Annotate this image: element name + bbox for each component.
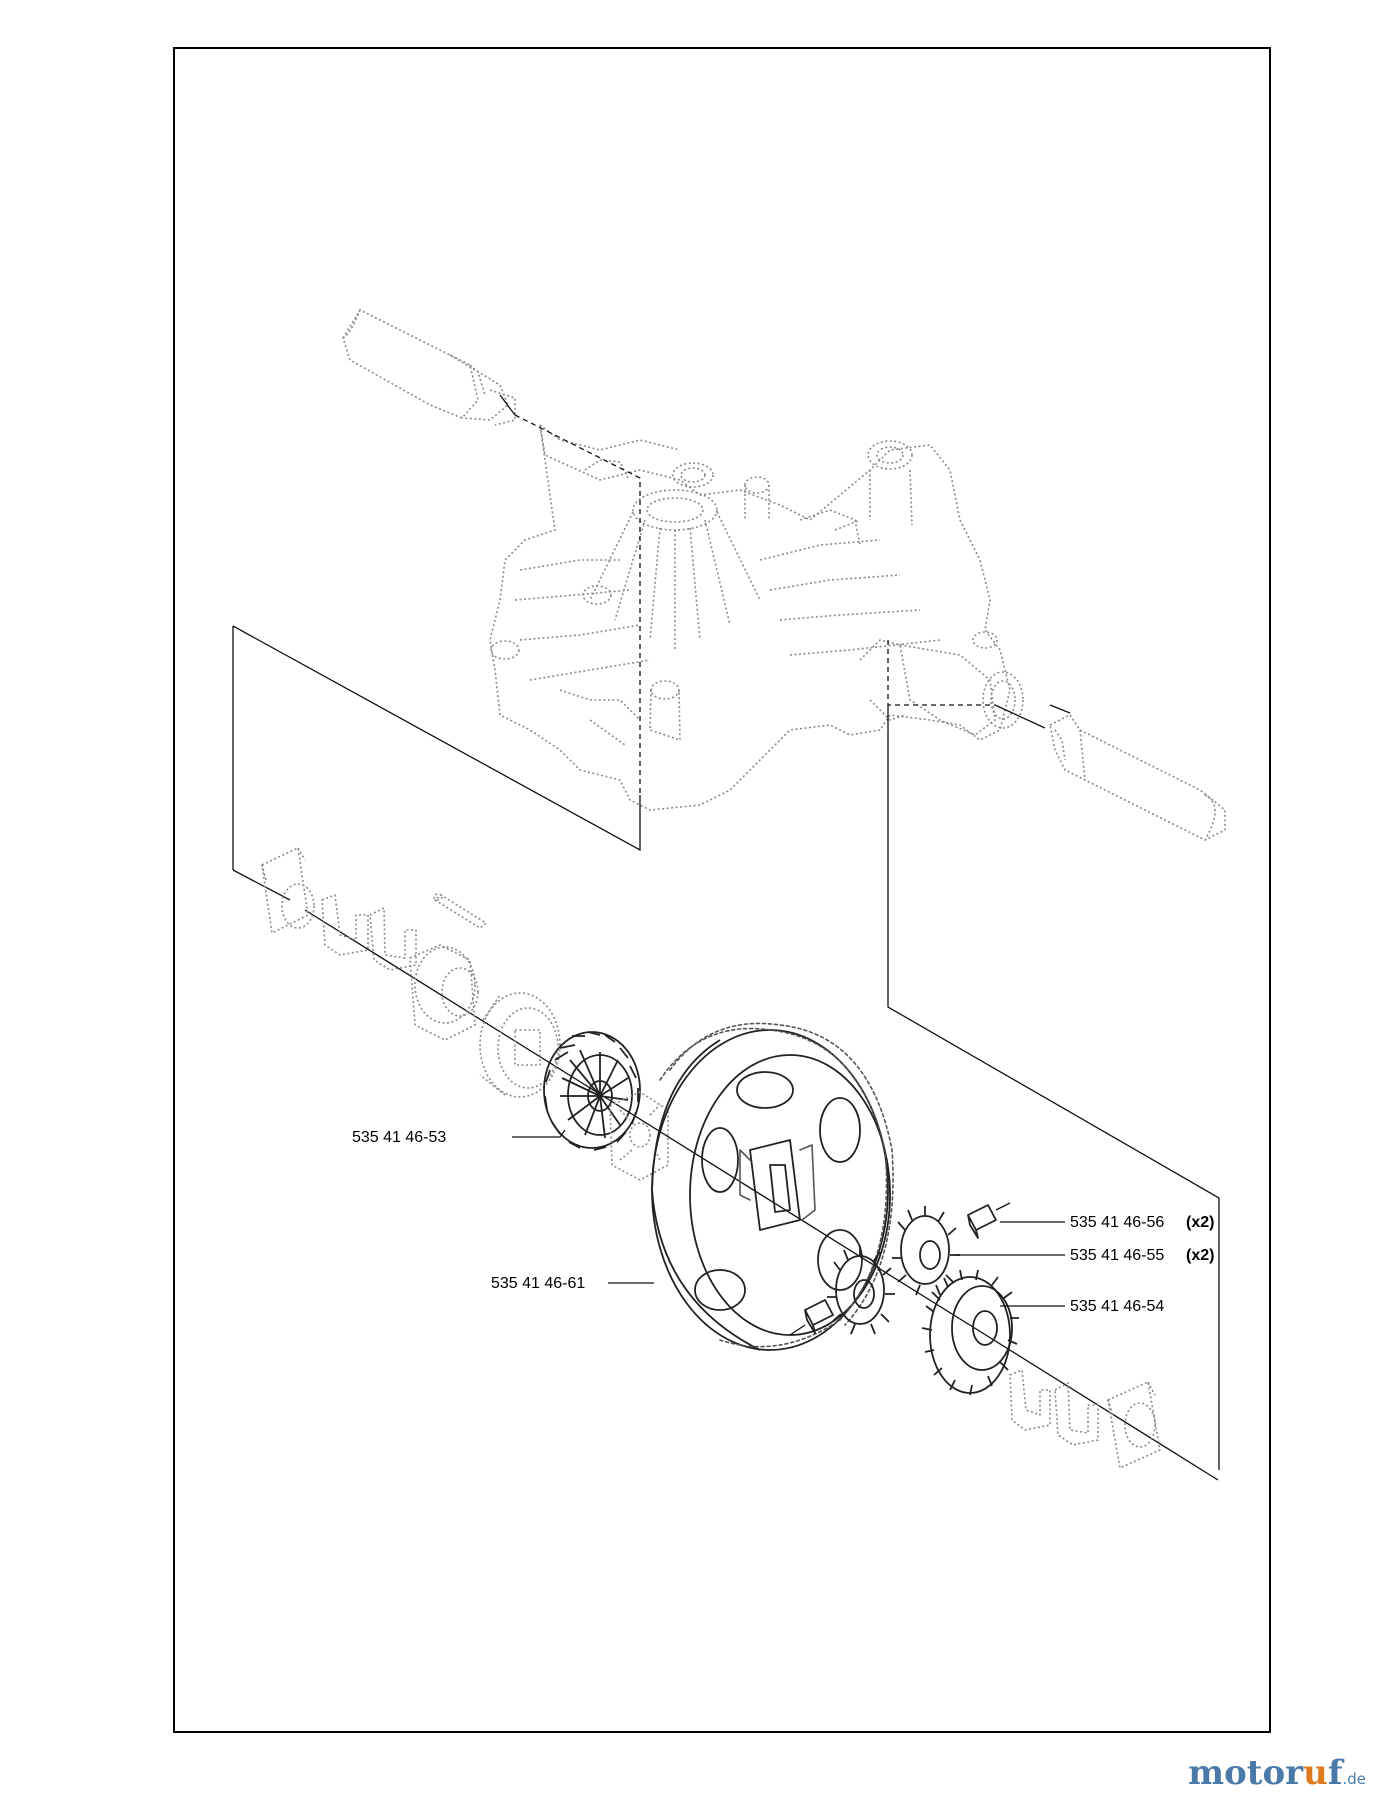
brand-part-2: f [1328,1753,1345,1793]
assembly-axis [232,869,1219,1481]
brand-part-1: motor [1188,1753,1304,1793]
bracket-line-right [887,705,1220,1470]
cross-pin-lower-drawing [789,1299,834,1336]
bushing-right-drawing [1107,1381,1161,1469]
ring-gear-drawing [651,1022,894,1351]
diagram-frame [173,47,1271,1733]
callout-53-leader [512,1129,566,1138]
bevel-gear-54-drawing [921,1269,1019,1396]
cross-pin-upper-drawing [967,1202,1011,1239]
bushing-drawing [261,847,315,934]
callout-61: 535 41 46-61 [491,1275,654,1292]
bracket-line-upper [232,625,641,852]
callout-54-label: 535 41 46-54 [1070,1298,1164,1315]
brand-tld: .de [1342,1770,1366,1788]
callout-53-label: 535 41 46-53 [352,1129,446,1146]
housing-outline [489,424,1011,811]
callout-56: 535 41 46-56 (x2) [1000,1214,1214,1231]
left-axle-shaft-drawing [342,309,516,426]
bevel-gear-53-drawing [543,1031,641,1151]
callout-54: 535 41 46-54 [1000,1298,1164,1315]
callout-53: 535 41 46-53 [352,1129,566,1146]
spider-gear-upper-drawing [892,1206,960,1296]
pin-drawing [433,893,487,929]
spider-gear-lower-drawing [827,1246,895,1335]
brand-watermark-text: motoruf.de [1188,1753,1366,1793]
callout-55-label: 535 41 46-55 [1070,1247,1164,1264]
callout-61-label: 535 41 46-61 [491,1275,585,1292]
callout-55-qty: (x2) [1186,1247,1214,1264]
right-axle-shaft-drawing [1049,714,1226,841]
callout-55: 535 41 46-55 (x2) [955,1247,1214,1264]
transaxle-housing-drawing [342,309,1226,841]
thrust-washer-drawing [321,894,417,971]
brand-accent: u [1303,1753,1328,1793]
cross-block-drawing [609,1091,669,1181]
brand-watermark: motoruf.de [1188,1753,1366,1793]
callout-56-qty: (x2) [1186,1214,1214,1231]
pinion-hub-drawing [409,944,479,1041]
collar-drawing [479,992,561,1098]
callout-56-label: 535 41 46-56 [1070,1214,1164,1231]
thrust-washer-right-drawing [1009,1369,1099,1446]
